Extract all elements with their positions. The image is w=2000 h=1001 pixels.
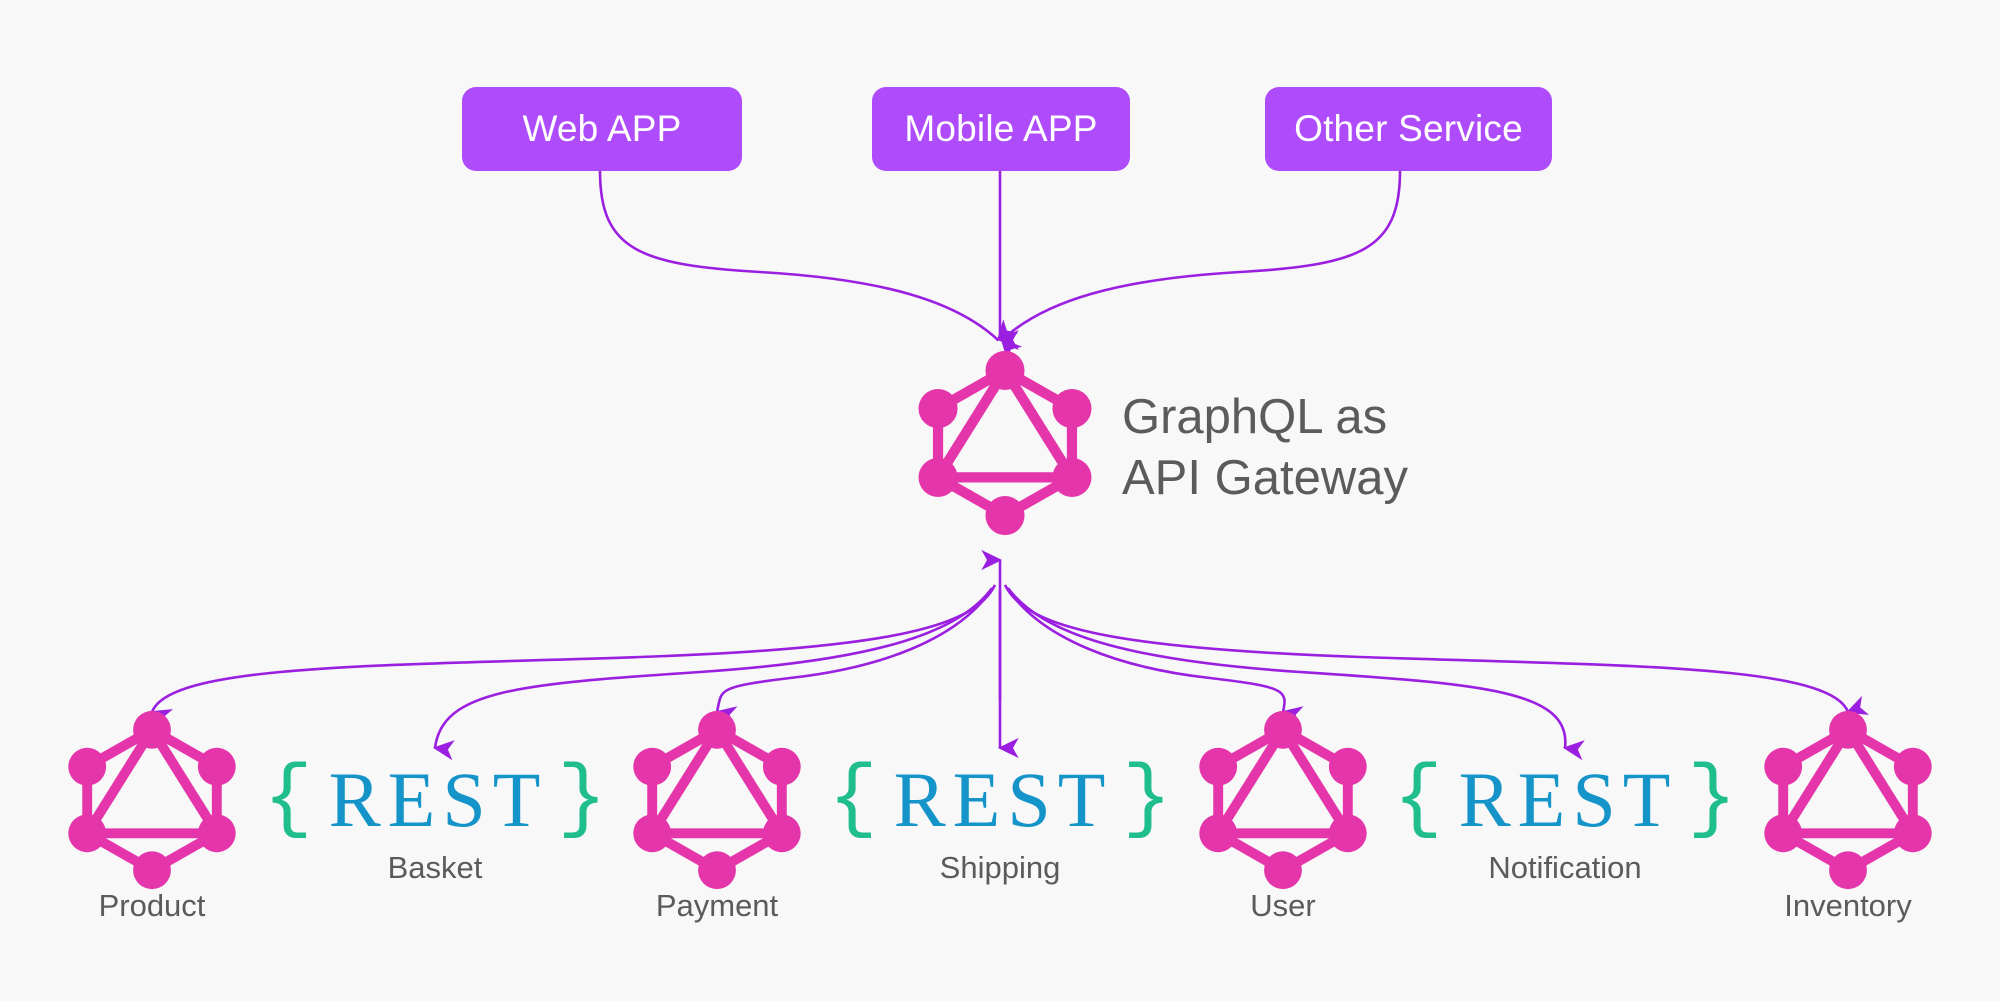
rest-word: REST bbox=[1458, 756, 1678, 843]
service-node-user[interactable]: User bbox=[1193, 710, 1373, 923]
graphql-logo-icon bbox=[68, 710, 236, 890]
rest-word: REST bbox=[328, 756, 548, 843]
service-node-product[interactable]: Product bbox=[62, 710, 242, 923]
client-box-web-app[interactable]: Web APP bbox=[462, 87, 742, 171]
graphql-logo-icon bbox=[918, 350, 1092, 536]
client-box-mobile-app-label: Mobile APP bbox=[904, 108, 1098, 149]
client-box-mobile-app[interactable]: Mobile APP bbox=[872, 87, 1130, 171]
gateway-title: GraphQL as API Gateway bbox=[1122, 390, 1408, 505]
service-label-notification: Notification bbox=[1488, 850, 1642, 885]
client-box-web-app-label: Web APP bbox=[522, 108, 682, 149]
edge-webapp-to-gateway bbox=[598, 170, 1019, 342]
service-label-user: User bbox=[1250, 888, 1316, 923]
rest-word: REST bbox=[893, 756, 1113, 843]
graphql-logo-icon bbox=[633, 710, 801, 890]
rest-left-brace: { bbox=[263, 753, 313, 846]
service-node-notification[interactable]: { REST } Notification bbox=[1393, 752, 1736, 922]
service-label-basket: Basket bbox=[387, 850, 483, 885]
service-node-inventory[interactable]: Inventory bbox=[1758, 710, 1938, 923]
service-label-product: Product bbox=[98, 888, 206, 923]
edge-gateway-to-notification bbox=[1006, 587, 1585, 761]
gateway-node[interactable] bbox=[912, 350, 1098, 536]
rest-left-brace: { bbox=[1393, 753, 1443, 846]
edge-gateway-to-user bbox=[1008, 591, 1304, 727]
service-label-inventory: Inventory bbox=[1784, 888, 1912, 923]
rest-right-brace: } bbox=[1122, 753, 1172, 846]
rest-right-brace: } bbox=[557, 753, 607, 846]
service-node-payment[interactable]: Payment bbox=[627, 710, 807, 923]
graphql-logo-icon bbox=[1199, 710, 1367, 890]
edge-gateway-to-payment bbox=[714, 591, 992, 727]
rest-logo-icon: { REST } bbox=[1393, 752, 1736, 848]
service-node-basket[interactable]: { REST } Basket bbox=[263, 752, 606, 922]
client-box-other-service[interactable]: Other Service bbox=[1265, 87, 1552, 171]
edge-gateway-to-product bbox=[150, 584, 997, 729]
edge-gateway-to-inventory bbox=[1003, 584, 1870, 715]
service-node-shipping[interactable]: { REST } Shipping bbox=[828, 752, 1171, 922]
rest-left-brace: { bbox=[828, 753, 878, 846]
service-label-shipping: Shipping bbox=[939, 850, 1061, 885]
rest-logo-icon: { REST } bbox=[263, 752, 606, 848]
service-label-payment: Payment bbox=[655, 888, 779, 923]
client-box-other-service-label: Other Service bbox=[1294, 108, 1523, 149]
rest-logo-icon: { REST } bbox=[828, 752, 1171, 848]
edge-gateway-to-basket bbox=[432, 587, 994, 761]
rest-right-brace: } bbox=[1687, 753, 1737, 846]
edge-otherservice-to-gateway bbox=[1000, 170, 1402, 361]
graphql-logo-icon bbox=[1764, 710, 1932, 890]
